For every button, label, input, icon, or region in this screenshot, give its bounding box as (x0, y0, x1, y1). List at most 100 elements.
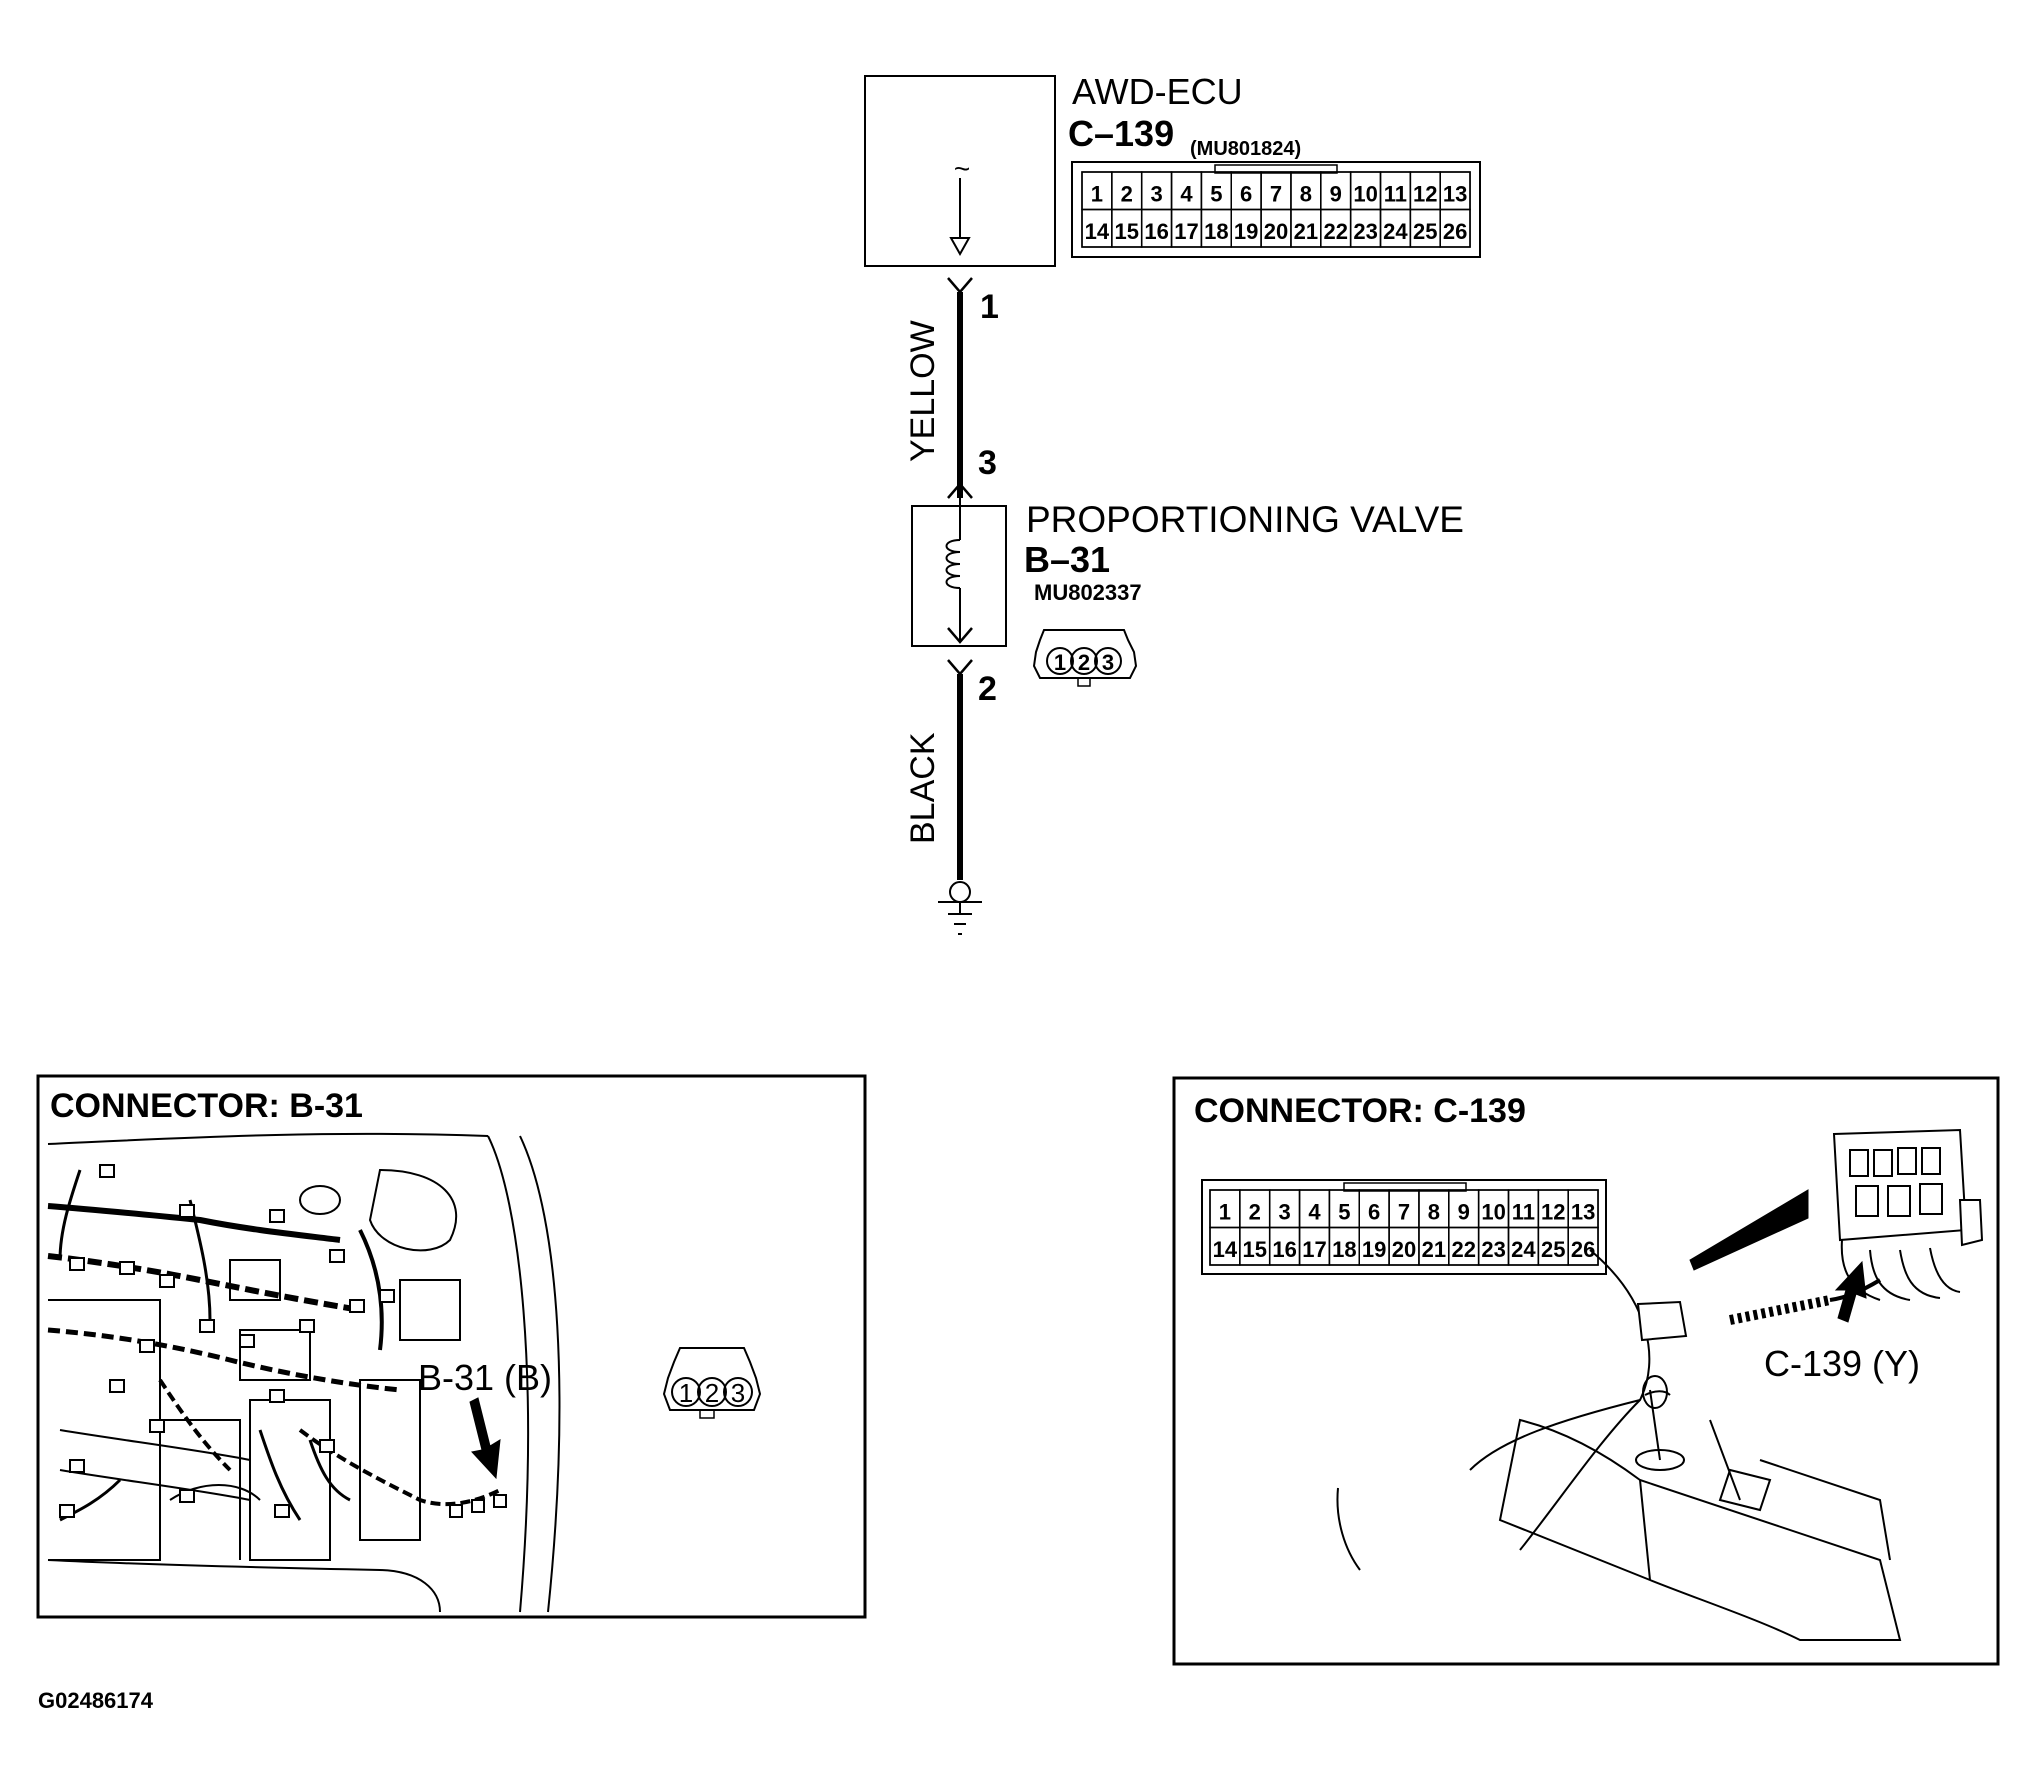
ecu-pin: 15 (1115, 219, 1139, 244)
c139-pin: 6 (1368, 1200, 1380, 1225)
c139-pin: 21 (1422, 1237, 1446, 1262)
c139-pin: 17 (1302, 1237, 1326, 1262)
c139-pin: 13 (1571, 1200, 1595, 1225)
ecu-pin: 26 (1443, 219, 1467, 244)
valve-name: PROPORTIONING VALVE (1026, 499, 1464, 540)
awd-ecu-box (864, 75, 1056, 267)
c139-pin: 5 (1338, 1200, 1350, 1225)
ecu-pin: 16 (1144, 219, 1168, 244)
wire-black-pin-top: 2 (978, 670, 997, 708)
ground-icon (938, 881, 982, 935)
ecu-pin: 1 (1091, 182, 1103, 207)
panel-c139-title: CONNECTOR: C-139 (1194, 1092, 1526, 1130)
ecu-pin: 17 (1174, 219, 1198, 244)
ecu-pin: 12 (1413, 182, 1437, 207)
valve-pin: 2 (1078, 650, 1090, 675)
zoom-callout (1636, 1189, 1809, 1342)
ecu-connector-illustration (1832, 1128, 1984, 1301)
tilde-symbol: ~ (954, 153, 970, 184)
valve-connector-face: 1 2 3 (1032, 629, 1138, 687)
figure-id: G02486174 (38, 1688, 154, 1713)
valve-connector-id: B–31 (1024, 539, 1110, 580)
panel-c139-frame (1172, 1076, 2000, 1666)
ecu-pin: 13 (1443, 182, 1467, 207)
c139-pin-cell (1567, 1226, 1599, 1266)
ecu-pin: 20 (1264, 219, 1288, 244)
valve-pin: 1 (1054, 650, 1066, 675)
b31-callout-arrow-icon (469, 1397, 501, 1480)
ecu-pin: 7 (1270, 182, 1282, 207)
ecu-part-number: (MU801824) (1190, 138, 1301, 160)
ecu-pin: 18 (1204, 219, 1228, 244)
c139-pin: 1 (1219, 1200, 1231, 1225)
ecu-pin: 19 (1234, 219, 1258, 244)
ecu-pin: 5 (1210, 182, 1222, 207)
c139-pin: 23 (1481, 1237, 1505, 1262)
c139-pin: 4 (1308, 1200, 1321, 1225)
ecu-arrow-icon (949, 237, 971, 257)
c139-pin: 8 (1428, 1200, 1440, 1225)
ecu-pin: 9 (1330, 182, 1342, 207)
ecu-pin: 10 (1353, 182, 1377, 207)
c139-pin: 10 (1481, 1200, 1505, 1225)
ecu-pin-cell (1439, 208, 1471, 248)
ecu-connector-id: C–139 (1068, 113, 1174, 154)
connector-mark-pin2-upper (947, 627, 973, 644)
coil-icon (945, 539, 961, 589)
c139-pin: 14 (1213, 1237, 1238, 1262)
c139-pin: 12 (1541, 1200, 1565, 1225)
c139-callout-label: C-139 (Y) (1764, 1343, 1920, 1384)
wire-yellow-pin-top: 1 (980, 288, 999, 326)
c139-pin: 2 (1249, 1200, 1261, 1225)
connector-mark-pin2-lower (947, 659, 973, 676)
c139-pin: 20 (1392, 1237, 1416, 1262)
wire-black-label: BLACK (904, 732, 942, 844)
connector-mark-pin1 (947, 277, 973, 294)
wire-yellow-label: YELLOW (904, 320, 942, 462)
wire-harness-illustration (47, 1169, 501, 1522)
ecu-pin: 24 (1383, 219, 1408, 244)
engine-bay-illustration (47, 1132, 561, 1613)
c139-pin: 22 (1451, 1237, 1475, 1262)
c139-pin: 24 (1511, 1237, 1536, 1262)
wire-yellow-pin-bottom: 3 (978, 444, 997, 482)
panel-connector-b31: CONNECTOR: B-31 (36, 1074, 867, 1619)
ecu-pin: 25 (1413, 219, 1437, 244)
connector-mark-pin3 (947, 482, 973, 499)
c139-pin: 9 (1458, 1200, 1470, 1225)
ecu-pin: 23 (1353, 219, 1377, 244)
c139-pin: 18 (1332, 1237, 1356, 1262)
ecu-pin: 4 (1180, 182, 1193, 207)
harness-connectors (59, 1164, 507, 1518)
ecu-pin: 22 (1323, 219, 1347, 244)
valve-part-number: MU802337 (1034, 580, 1142, 605)
ecu-pin: 8 (1300, 182, 1312, 207)
b31-callout-label: B-31 (B) (418, 1357, 552, 1398)
c139-pin: 15 (1243, 1237, 1267, 1262)
valve-pin: 3 (1102, 650, 1114, 675)
b31-pin: 3 (731, 1378, 745, 1408)
ecu-name: AWD-ECU (1072, 71, 1243, 112)
ecu-pin: 2 (1121, 182, 1133, 207)
ecu-pin: 11 (1384, 182, 1407, 207)
c139-pin: 26 (1571, 1237, 1595, 1262)
b31-connector-face: 1 2 3 (662, 1347, 762, 1419)
c139-pin: 11 (1512, 1200, 1535, 1225)
c139-pin: 3 (1279, 1200, 1291, 1225)
c139-pin: 7 (1398, 1200, 1410, 1225)
panel-b31-frame (36, 1074, 867, 1619)
c139-pin: 16 (1272, 1237, 1296, 1262)
ecu-pin: 6 (1240, 182, 1252, 207)
panel-b31-title: CONNECTOR: B-31 (50, 1087, 363, 1125)
ecu-pin: 21 (1294, 219, 1318, 244)
b31-pin: 1 (679, 1378, 693, 1408)
c139-callout-arrow-icon (1834, 1260, 1867, 1323)
c139-pin: 25 (1541, 1237, 1565, 1262)
ecu-pin: 14 (1085, 219, 1110, 244)
